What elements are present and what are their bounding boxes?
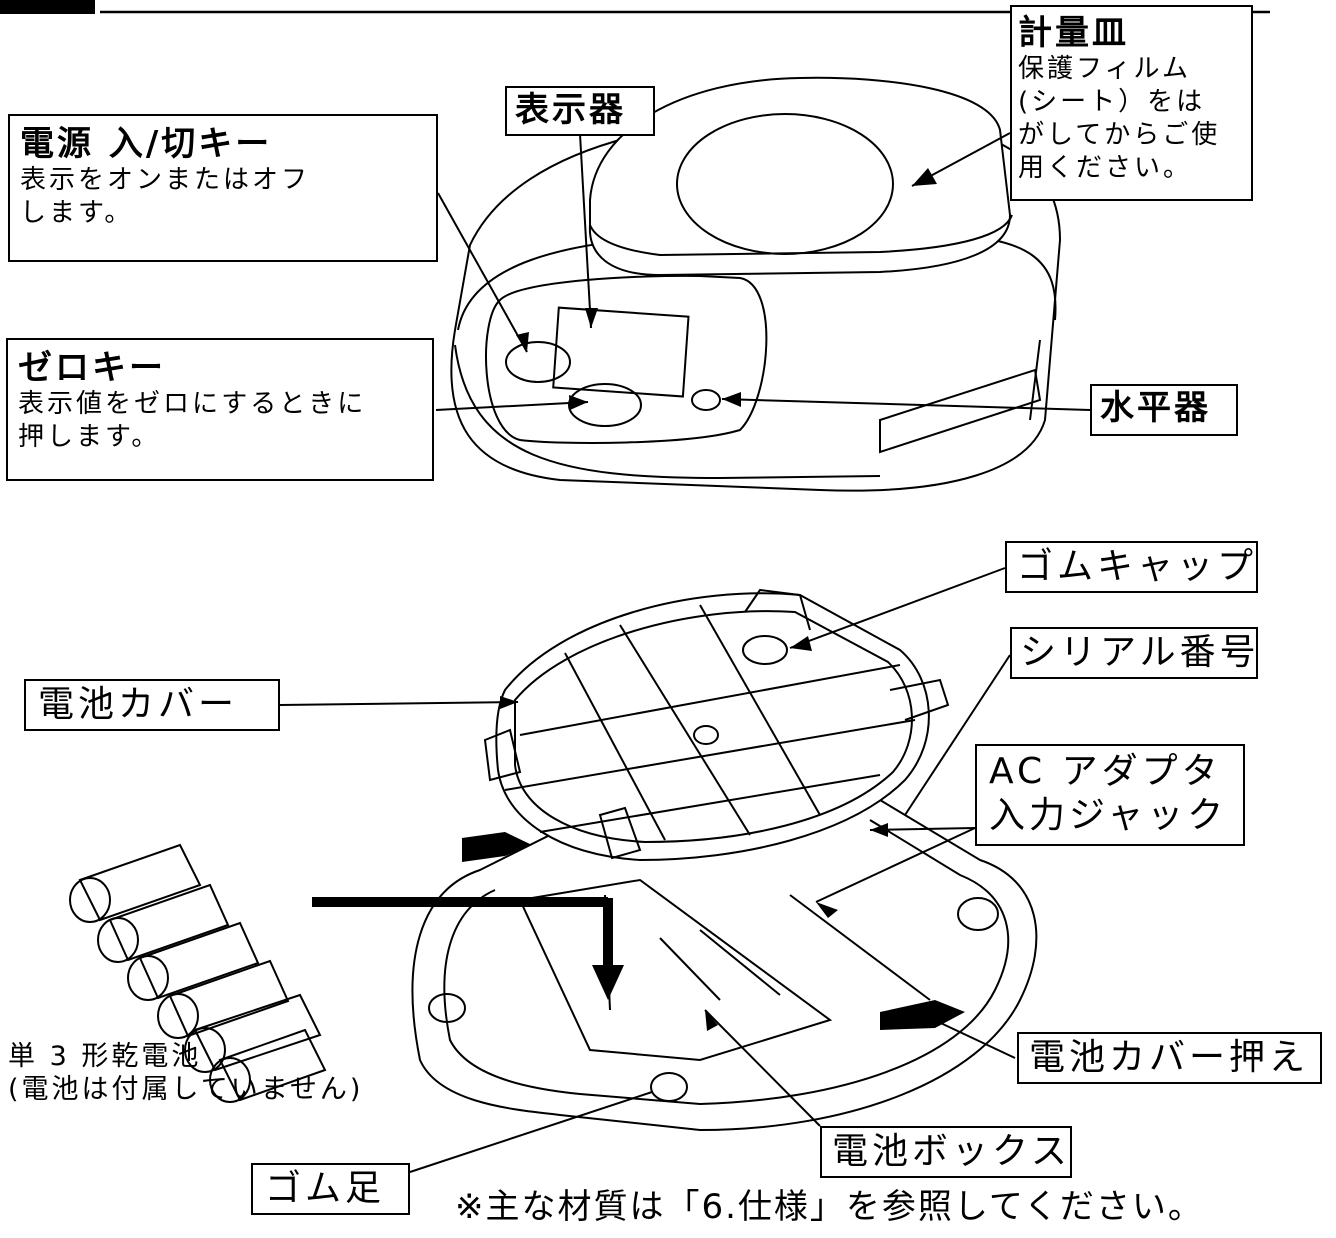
- label-battery-cover: 電池カバー: [24, 679, 280, 731]
- lcd-window: [552, 306, 690, 398]
- zero-key-title: ゼロキー: [18, 348, 166, 388]
- label-zero-key: ゼロキー 表示値をゼロにするときに 押します。: [6, 338, 434, 481]
- label-ac-adapter: AC アダプタ 入力ジャック: [975, 744, 1245, 846]
- rubber-foot-text: ゴム足: [265, 1168, 386, 1209]
- material-note: ※主な材質は「6.仕様」を参照してください。: [455, 1187, 1204, 1227]
- slide-arrow-right: [880, 1000, 965, 1030]
- level-bubble: [691, 389, 721, 411]
- keiryozara-title: 計量皿: [1018, 13, 1129, 53]
- keiryozara-desc-2: (シート）をは: [1018, 87, 1206, 117]
- label-power-key: 電源 入/切キー 表示をオンまたはオフ します。: [8, 114, 438, 262]
- weighing-pan: [588, 76, 1013, 277]
- power-key-desc-2: します。: [20, 198, 134, 228]
- batteries-illustration: [69, 843, 327, 1103]
- ac-adapter-text-2: 入力ジャック: [989, 795, 1228, 836]
- battery-box: [518, 878, 833, 1062]
- label-hyojiki: 表示器: [505, 86, 655, 136]
- battery-type-text-1: 単 3 形乾電池: [8, 1041, 202, 1072]
- battery-cover-part: [483, 588, 950, 862]
- battery-box-text: 電池ボックス: [832, 1131, 1071, 1172]
- hyojiki-title: 表示器: [515, 90, 626, 130]
- power-key: [505, 341, 571, 383]
- keiryozara-desc-3: がしてからご使: [1018, 120, 1221, 150]
- keiryozara-desc-4: 用ください。: [1018, 153, 1193, 183]
- label-serial-number: シリアル番号: [1010, 627, 1258, 679]
- label-rubber-foot: ゴム足: [251, 1163, 410, 1215]
- label-keiryozara: 計量皿 保護フィルム (シート）をは がしてからご使 用ください。: [1010, 5, 1253, 201]
- battery-cover-holder-text: 電池カバー押え: [1029, 1037, 1310, 1078]
- power-key-title: 電源 入/切キー: [20, 124, 273, 164]
- keiryozara-desc-1: 保護フィルム: [1018, 54, 1191, 84]
- battery-cover-text: 電池カバー: [38, 684, 239, 725]
- label-rubber-cap: ゴムキャップ: [1005, 541, 1258, 593]
- suiheiki-title: 水平器: [1100, 388, 1211, 428]
- ac-adapter-text-1: AC アダプタ: [989, 751, 1222, 792]
- rubber-cap-text: ゴムキャップ: [1017, 546, 1258, 587]
- zero-key-desc-2: 押します。: [18, 422, 161, 452]
- slide-arrow-left: [462, 832, 532, 862]
- label-battery-cover-holder: 電池カバー押え: [1017, 1032, 1322, 1084]
- display-panel: [485, 274, 768, 444]
- label-suiheiki: 水平器: [1090, 384, 1238, 436]
- zero-key: [568, 383, 642, 427]
- header-mark: [0, 0, 95, 14]
- serial-number-text: シリアル番号: [1020, 632, 1260, 673]
- zero-key-desc-1: 表示値をゼロにするときに: [18, 389, 367, 419]
- battery-type-label: 単 3 形乾電池 (電池は付属していません): [8, 1040, 363, 1106]
- power-key-desc-1: 表示をオンまたはオフ: [20, 165, 311, 195]
- label-battery-box: 電池ボックス: [820, 1126, 1072, 1178]
- battery-type-text-2: (電池は付属していません): [8, 1074, 364, 1105]
